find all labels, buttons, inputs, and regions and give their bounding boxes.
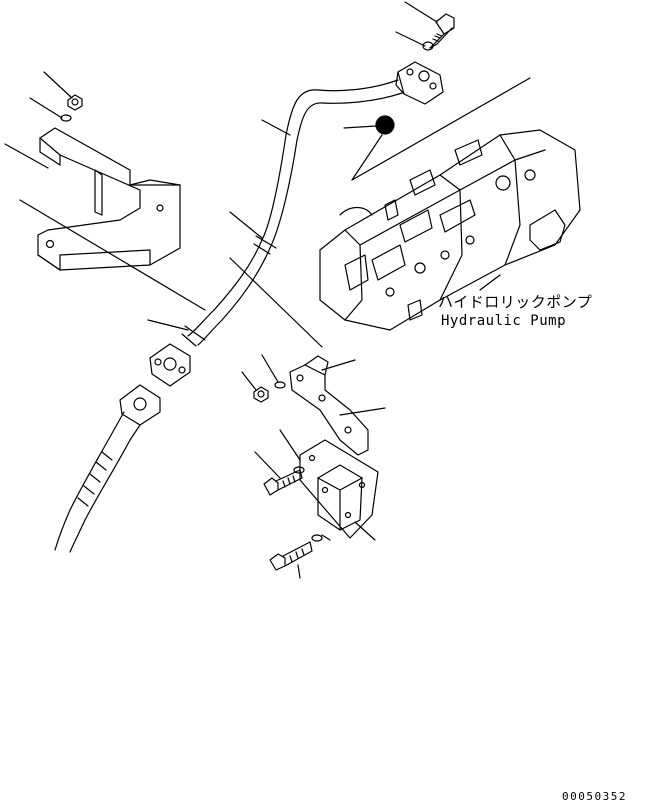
hose-assembly bbox=[54, 384, 161, 553]
top-washer bbox=[422, 41, 434, 51]
mount-leader-lines bbox=[254, 429, 376, 579]
center-leader-lines bbox=[241, 354, 386, 416]
left-bracket bbox=[37, 127, 181, 271]
mount-bolt-upper bbox=[263, 469, 303, 496]
pipe-flange-lower bbox=[149, 343, 191, 387]
pump-label-japanese: ハイドロリックポンプ bbox=[438, 293, 593, 311]
mount-block bbox=[317, 464, 363, 531]
top-leader-lines bbox=[395, 1, 438, 47]
pump-label-english: Hydraulic Pump bbox=[441, 313, 567, 329]
center-bracket bbox=[289, 355, 369, 456]
center-nut bbox=[253, 386, 269, 403]
mount-washer-upper bbox=[293, 466, 305, 474]
top-bolt bbox=[429, 13, 455, 49]
center-washer bbox=[274, 381, 286, 389]
mount-bolt-lower bbox=[269, 541, 313, 571]
pipe-flange-top bbox=[395, 61, 444, 105]
pump-balloon bbox=[343, 77, 531, 181]
drawing-code: 00050352 bbox=[562, 790, 627, 803]
hydraulic-pump bbox=[319, 129, 581, 331]
connector-lines bbox=[19, 119, 323, 348]
main-pipe bbox=[181, 79, 403, 347]
left-leader-lines bbox=[4, 71, 73, 169]
left-nut bbox=[67, 94, 83, 111]
mount-washer-lower bbox=[311, 534, 323, 542]
